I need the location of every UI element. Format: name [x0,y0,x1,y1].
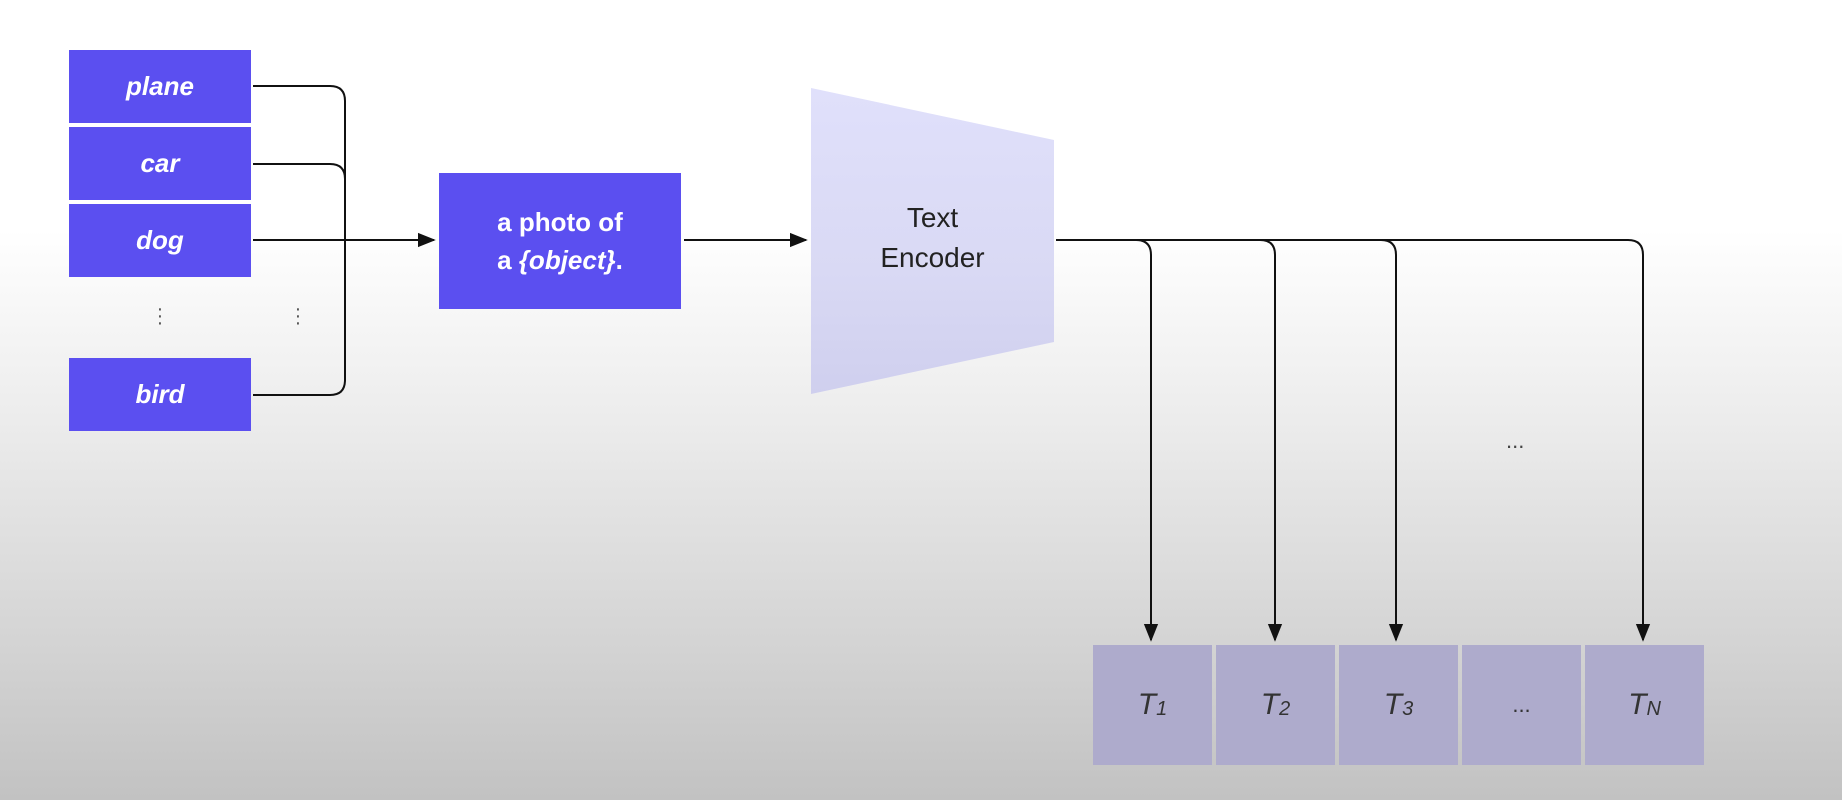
class-box-plane: plane [69,50,251,123]
class-label: plane [126,71,194,101]
output-sub: N [1646,697,1661,720]
output-ellipsis: ... [1506,428,1525,453]
class-box-bird: bird [69,358,251,431]
output-base: T [1628,688,1647,721]
output-ellipsis-cell: ... [1462,645,1581,765]
class-label: bird [135,379,185,409]
prompt-line-2: a {object}. [497,241,623,279]
output-sub: 3 [1402,697,1414,720]
arrow-to-t2 [1259,239,1283,642]
output-sub: 2 [1279,697,1291,720]
class-label: dog [136,225,184,255]
prompt-object-placeholder: {object} [518,245,616,275]
vertical-ellipsis-classes: ··· [156,298,164,334]
arrow-to-t3 [1380,239,1404,642]
text-encoder-shape [811,88,1054,394]
class-label: car [140,148,180,178]
output-base: ... [1512,692,1531,717]
encoder-line-1: Text [906,202,959,233]
output-base: T [1137,688,1157,721]
connector-plane [253,85,346,240]
prompt-line-1: a photo of [497,207,623,237]
connector-bird [253,240,346,396]
output-base: T [1383,688,1403,721]
output-sub: 1 [1156,697,1168,720]
prompt-suffix: . [615,245,623,275]
text-encoder-label: Text Encoder [811,198,1054,278]
encoder-output-bus [1056,239,1644,256]
class-box-car: car [69,127,251,200]
prompt-prefix: a [497,245,519,275]
arrow-to-t1 [1135,239,1159,642]
class-box-dog: dog [69,204,251,277]
output-base: T [1260,688,1280,721]
prompt-template-box: a photo of a {object}. [439,173,681,309]
vertical-ellipsis-connectors: ··· [294,298,302,334]
connector-car [253,163,346,240]
encoder-line-2: Encoder [880,242,985,273]
